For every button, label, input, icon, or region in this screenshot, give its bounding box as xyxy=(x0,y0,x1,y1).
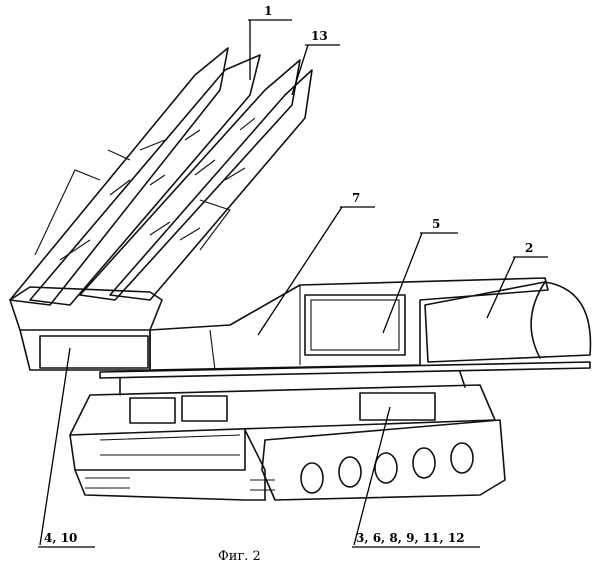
hatch-left xyxy=(129,397,176,424)
label-5: 5 xyxy=(432,217,440,231)
label-2: 2 xyxy=(525,241,533,255)
window-5 xyxy=(304,294,406,356)
leader-lines xyxy=(38,19,548,548)
window-bottom xyxy=(359,392,436,421)
radar-cylinder xyxy=(424,281,592,363)
turret xyxy=(9,277,592,379)
missile-4 xyxy=(109,69,313,301)
label-13: 13 xyxy=(311,29,328,43)
road-wheel xyxy=(300,462,324,494)
road-wheel xyxy=(450,442,474,474)
label-3-12: 3, 6, 8, 9, 11, 12 xyxy=(356,531,465,545)
turret-body xyxy=(149,277,549,371)
road-wheel xyxy=(374,452,398,484)
road-wheel xyxy=(338,456,362,488)
label-7: 7 xyxy=(352,191,360,205)
window-4-10 xyxy=(39,335,149,369)
hatch-right xyxy=(181,395,228,422)
track xyxy=(261,419,506,501)
missile-1 xyxy=(9,47,229,306)
hull xyxy=(69,371,506,501)
missile-group xyxy=(9,47,313,306)
missile-2 xyxy=(29,54,261,306)
figure-caption: Фиг. 2 xyxy=(218,549,261,561)
label-1: 1 xyxy=(264,4,272,18)
label-4-10: 4, 10 xyxy=(44,531,77,545)
launcher-box xyxy=(9,286,163,331)
missile-3 xyxy=(79,59,301,301)
road-wheel xyxy=(412,447,436,479)
